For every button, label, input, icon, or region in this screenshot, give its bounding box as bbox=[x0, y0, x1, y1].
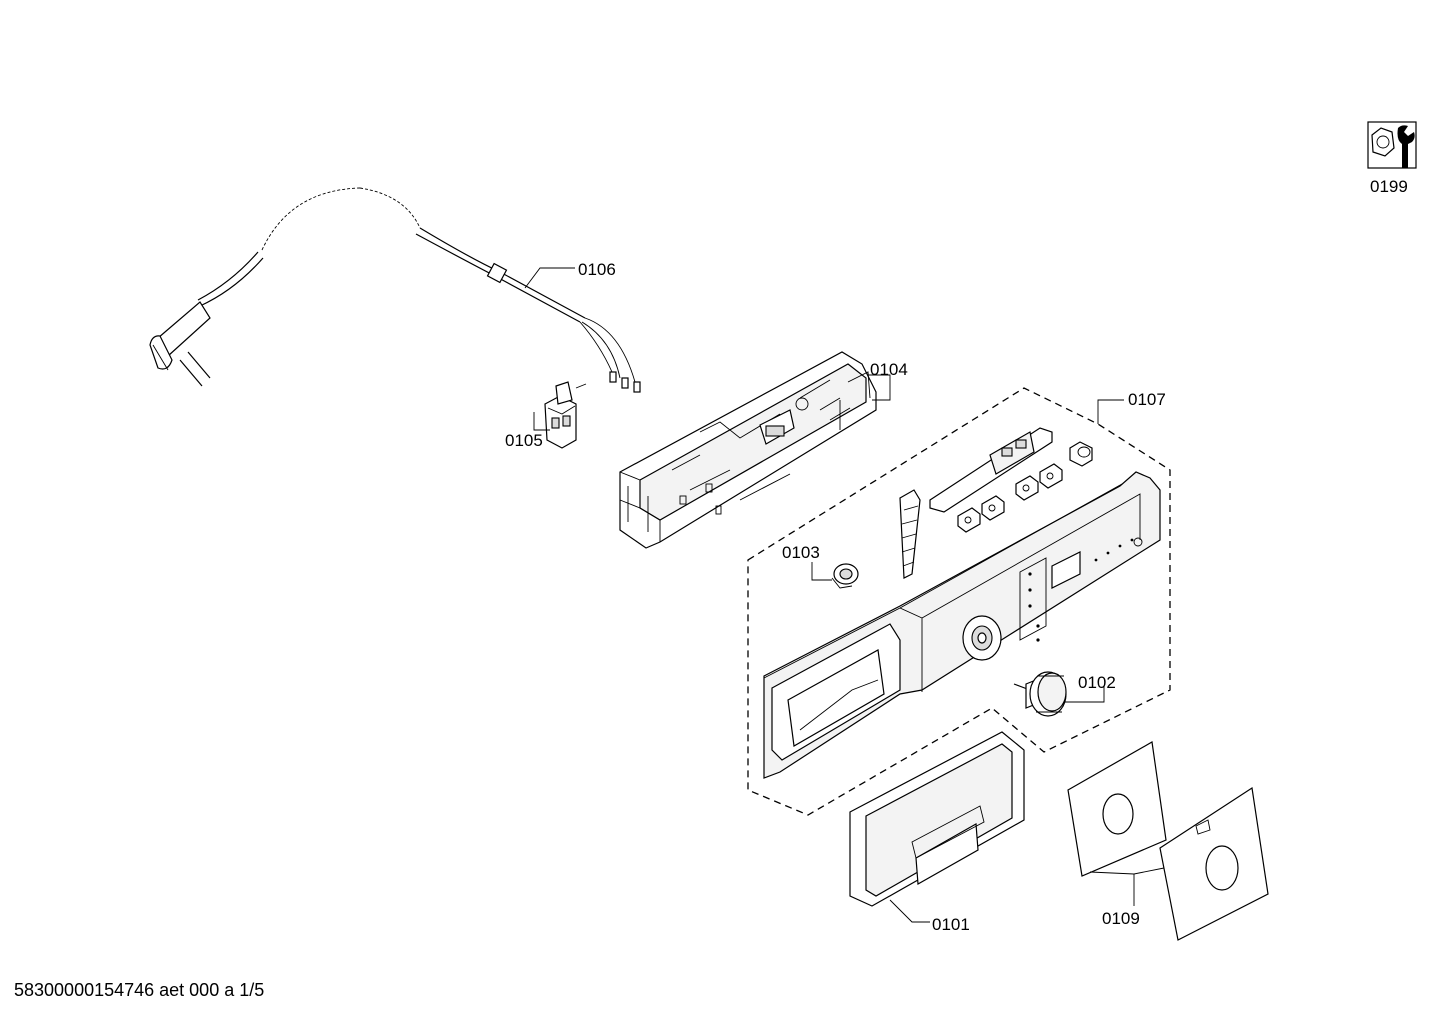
part-label-0106: 0106 bbox=[578, 260, 616, 279]
cylinder-cap[interactable] bbox=[1069, 441, 1093, 467]
control-module-housing[interactable] bbox=[619, 351, 877, 549]
knob-insert-part[interactable] bbox=[831, 563, 859, 589]
suppressor-part[interactable] bbox=[544, 381, 587, 449]
comb-light-guide[interactable] bbox=[899, 489, 921, 579]
button-caps[interactable] bbox=[957, 463, 1063, 533]
control-panel-fascia[interactable] bbox=[763, 471, 1161, 779]
part-label-0199: 0199 bbox=[1370, 177, 1408, 196]
selector-knob[interactable] bbox=[1013, 671, 1067, 717]
leader-0103 bbox=[811, 562, 832, 581]
leader-0109 bbox=[1089, 867, 1165, 875]
leader-0101 bbox=[889, 899, 930, 923]
part-label-0104: 0104 bbox=[870, 360, 908, 379]
decor-plate-1[interactable] bbox=[1067, 741, 1167, 877]
assembly-boundary-0107 bbox=[747, 387, 1171, 816]
leader-0104 bbox=[868, 374, 891, 401]
power-cord[interactable] bbox=[149, 187, 641, 393]
decor-plate-2[interactable] bbox=[1159, 786, 1269, 941]
part-label-0102: 0102 bbox=[1078, 673, 1116, 692]
leader-0105 bbox=[533, 412, 550, 431]
part-label-0107: 0107 bbox=[1128, 390, 1166, 409]
light-guide-bar[interactable] bbox=[929, 427, 1053, 513]
drawer-handle-panel[interactable] bbox=[849, 731, 1025, 907]
part-label-0103: 0103 bbox=[782, 543, 820, 562]
part-label-0109: 0109 bbox=[1102, 909, 1140, 928]
leader-0106 bbox=[524, 267, 575, 289]
leader-0107 bbox=[1097, 399, 1124, 424]
part-label-0105: 0105 bbox=[505, 431, 543, 450]
tool-kit-icon[interactable] bbox=[1367, 121, 1417, 169]
document-footer: 58300000154746 aet 000 a 1/5 bbox=[14, 980, 265, 1000]
part-label-0101: 0101 bbox=[932, 915, 970, 934]
leader-0102 bbox=[1064, 686, 1105, 703]
